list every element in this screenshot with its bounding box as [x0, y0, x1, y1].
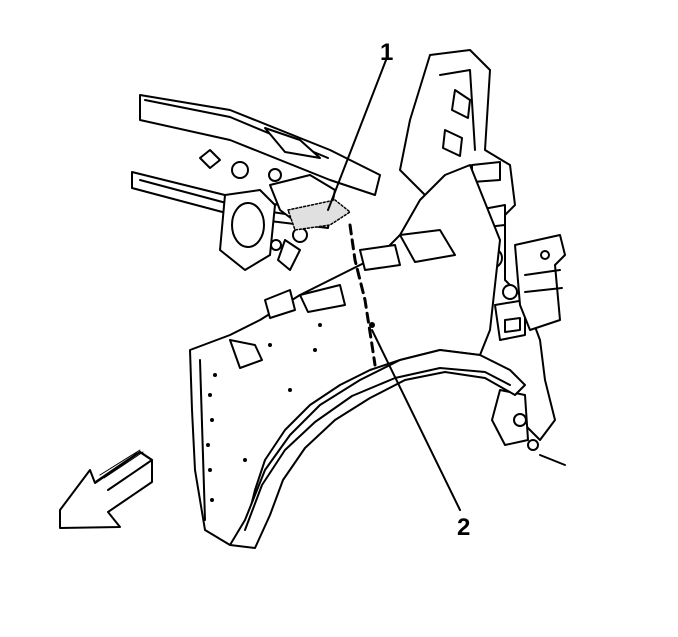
- lower-frame-rail: [514, 234, 566, 331]
- seam-dashed-line: [348, 223, 377, 367]
- wheel-opening-flange: [229, 349, 526, 549]
- callout-1-leader: [327, 59, 387, 211]
- callout-2-label: 2: [457, 514, 470, 541]
- weld-dots: [206, 322, 375, 502]
- inner-fender-panel: [189, 164, 501, 546]
- front-direction-arrow-icon: [59, 449, 153, 529]
- callout-2-leader: [371, 329, 461, 511]
- callout-1-label: 1: [380, 39, 393, 66]
- sealer-patch: [287, 199, 351, 231]
